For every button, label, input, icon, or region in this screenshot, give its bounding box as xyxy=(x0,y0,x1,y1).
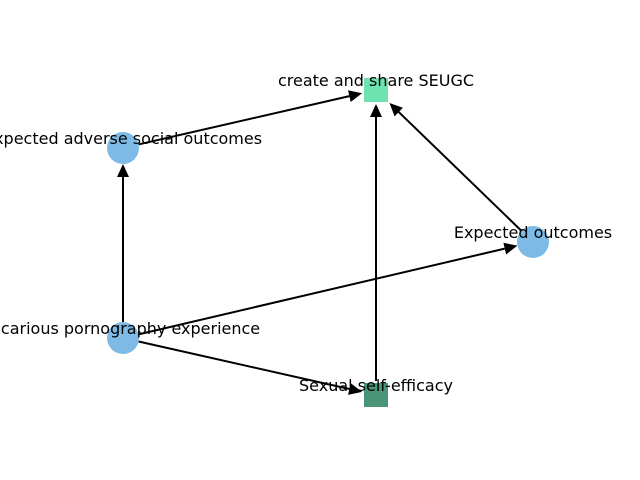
labels-layer: create and share SEUGC Expected adverse s… xyxy=(0,71,612,395)
arrowhead-efficacy-to-seugc xyxy=(370,104,382,117)
node-seugc xyxy=(364,78,388,102)
node-adverse xyxy=(107,132,139,164)
edge-outcomes-to-seugc xyxy=(398,111,523,232)
arrowhead-vicarious-to-outcomes xyxy=(503,242,518,255)
node-efficacy xyxy=(364,383,388,407)
nodes-layer xyxy=(107,78,549,407)
node-label-efficacy: Sexual self-efficacy xyxy=(299,376,453,395)
edge-adverse-to-seugc xyxy=(138,95,350,146)
node-label-adverse: Expected adverse social outcomes xyxy=(0,129,262,148)
node-label-seugc: create and share SEUGC xyxy=(278,71,474,90)
arrowhead-adverse-to-seugc xyxy=(348,90,363,102)
node-outcomes xyxy=(517,226,549,258)
edges-layer xyxy=(117,90,523,395)
arrowhead-vicarious-to-efficacy xyxy=(348,383,363,395)
arrowhead-outcomes-to-seugc xyxy=(389,103,403,117)
node-vicarious xyxy=(107,322,139,354)
edge-vicarious-to-outcomes xyxy=(138,247,505,336)
arrowhead-vicarious-to-adverse xyxy=(117,164,129,177)
edge-vicarious-to-efficacy xyxy=(138,340,350,390)
node-label-vicarious: Vicarious pornography experience xyxy=(0,319,260,338)
node-label-outcomes: Expected outcomes xyxy=(454,223,612,242)
